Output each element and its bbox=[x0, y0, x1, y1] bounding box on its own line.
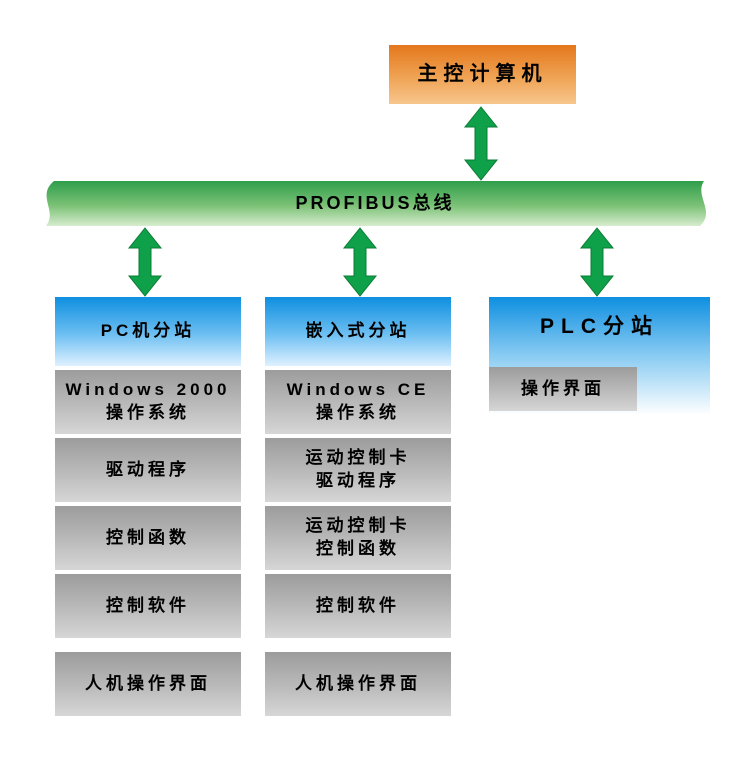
plc-station-header: PLC分站 bbox=[540, 314, 659, 338]
master-computer-label: 主控计算机 bbox=[417, 63, 548, 85]
pc-station-control-software: 控制软件 bbox=[55, 574, 241, 638]
pc-station-driver: 驱动程序 bbox=[55, 438, 241, 502]
embedded-station-os: Windows CE 操作系统 bbox=[265, 370, 451, 434]
embedded-station-control-software: 控制软件 bbox=[265, 574, 451, 638]
master-computer-node: 主控计算机 bbox=[389, 45, 576, 104]
pc-station-hmi: 人机操作界面 bbox=[55, 652, 241, 716]
embedded-station-motion-card-driver: 运动控制卡 驱动程序 bbox=[265, 438, 451, 502]
embedded-station-header: 嵌入式分站 bbox=[265, 297, 451, 366]
arrow-bus-to-plc-station bbox=[579, 227, 615, 297]
profibus-bus-ribbon bbox=[46, 181, 707, 226]
embedded-station-motion-card-functions: 运动控制卡 控制函数 bbox=[265, 506, 451, 570]
pc-station-os: Windows 2000 操作系统 bbox=[55, 370, 241, 434]
arrow-master-to-bus bbox=[463, 106, 499, 181]
pc-station-header: PC机分站 bbox=[55, 297, 241, 366]
embedded-station-hmi: 人机操作界面 bbox=[265, 652, 451, 716]
arrow-bus-to-pc-station bbox=[127, 227, 163, 297]
arrow-bus-to-embedded-station bbox=[342, 227, 378, 297]
plc-station-operation-ui: 操作界面 bbox=[489, 367, 637, 411]
profibus-bus-label: PROFIBUS总线 bbox=[295, 193, 455, 214]
pc-station-control-functions: 控制函数 bbox=[55, 506, 241, 570]
